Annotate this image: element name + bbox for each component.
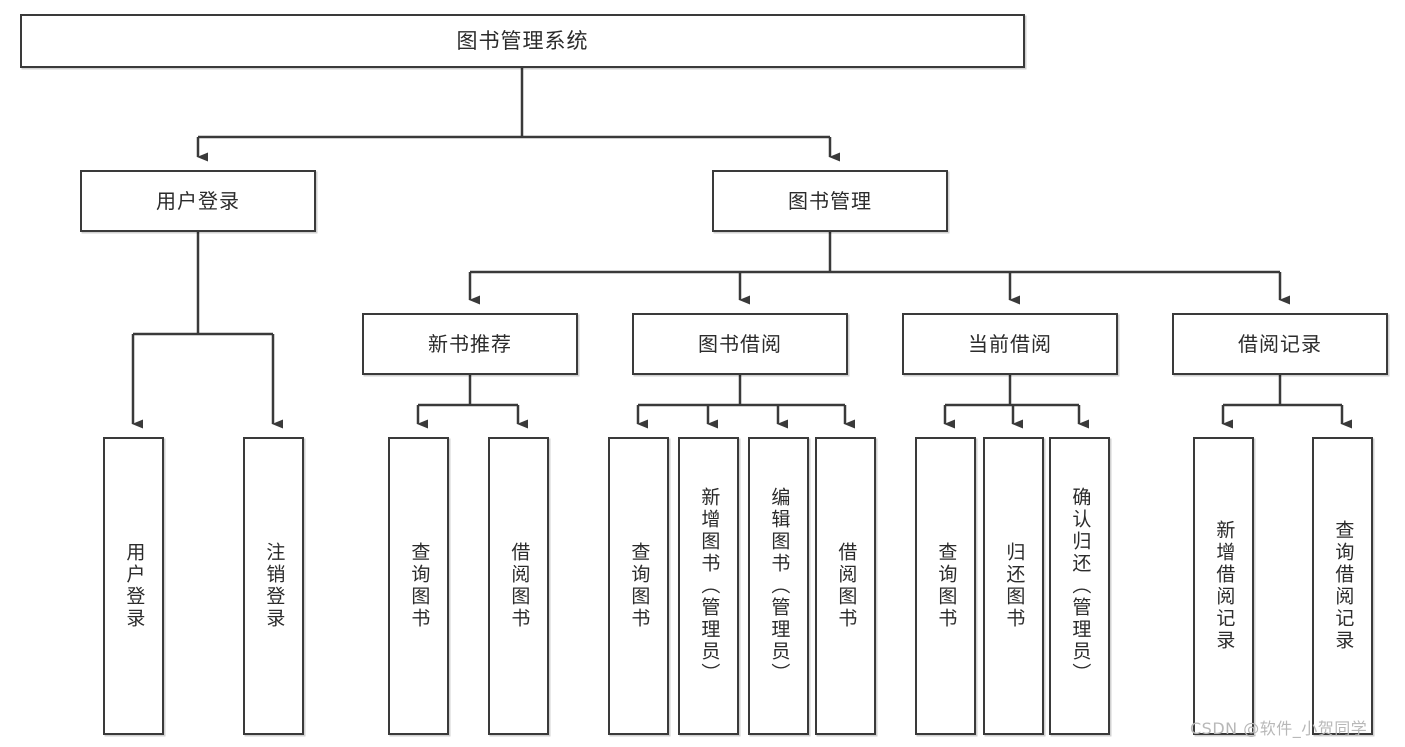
- node-user-login-label: 用户登录: [156, 188, 240, 213]
- node-leaf-add-record-label: 新增借阅记录: [1213, 520, 1236, 652]
- node-book-borrow[interactable]: 图书借阅: [632, 313, 848, 375]
- node-borrow-record-label: 借阅记录: [1238, 331, 1322, 356]
- node-borrow-record[interactable]: 借阅记录: [1172, 313, 1388, 375]
- node-leaf-query-book-label: 查询图书: [628, 542, 651, 630]
- node-user-login[interactable]: 用户登录: [80, 170, 316, 232]
- node-leaf-query-record[interactable]: 查询借阅记录: [1312, 437, 1373, 735]
- node-leaf-query-book-cur-label: 查询图书: [935, 542, 958, 630]
- node-leaf-borrow-book-label: 借阅图书: [835, 542, 858, 630]
- connector-lines: [131, 68, 1352, 429]
- node-leaf-user-logout-label: 注销登录: [263, 542, 286, 630]
- node-leaf-confirm-return-label: 确认归还（管理员）: [1069, 487, 1092, 685]
- node-leaf-user-logout[interactable]: 注销登录: [243, 437, 304, 735]
- node-book-borrow-label: 图书借阅: [698, 331, 782, 356]
- node-leaf-query-book-cur[interactable]: 查询图书: [915, 437, 976, 735]
- node-current-borrow-label: 当前借阅: [968, 331, 1052, 356]
- node-leaf-return-book[interactable]: 归还图书: [983, 437, 1044, 735]
- node-leaf-edit-book[interactable]: 编辑图书（管理员）: [748, 437, 809, 735]
- node-leaf-edit-book-label: 编辑图书（管理员）: [768, 487, 791, 685]
- node-leaf-borrow-book-rec[interactable]: 借阅图书: [488, 437, 549, 735]
- node-leaf-query-book-rec[interactable]: 查询图书: [388, 437, 449, 735]
- node-leaf-add-book[interactable]: 新增图书（管理员）: [678, 437, 739, 735]
- node-leaf-add-book-label: 新增图书（管理员）: [698, 487, 721, 685]
- node-root-label: 图书管理系统: [456, 28, 589, 53]
- node-leaf-user-login-label: 用户登录: [123, 542, 146, 630]
- node-leaf-borrow-book[interactable]: 借阅图书: [815, 437, 876, 735]
- node-leaf-borrow-book-rec-label: 借阅图书: [508, 542, 531, 630]
- node-leaf-add-record[interactable]: 新增借阅记录: [1193, 437, 1254, 735]
- node-leaf-return-book-label: 归还图书: [1003, 542, 1026, 630]
- node-new-book-rec-label: 新书推荐: [428, 331, 512, 356]
- node-leaf-query-record-label: 查询借阅记录: [1332, 520, 1355, 652]
- node-leaf-query-book[interactable]: 查询图书: [608, 437, 669, 735]
- node-leaf-confirm-return[interactable]: 确认归还（管理员）: [1049, 437, 1110, 735]
- node-leaf-user-login[interactable]: 用户登录: [103, 437, 164, 735]
- node-leaf-query-book-rec-label: 查询图书: [408, 542, 431, 630]
- node-new-book-rec[interactable]: 新书推荐: [362, 313, 578, 375]
- node-root[interactable]: 图书管理系统: [20, 14, 1025, 68]
- node-book-manage[interactable]: 图书管理: [712, 170, 948, 232]
- node-book-manage-label: 图书管理: [788, 188, 872, 213]
- node-current-borrow[interactable]: 当前借阅: [902, 313, 1118, 375]
